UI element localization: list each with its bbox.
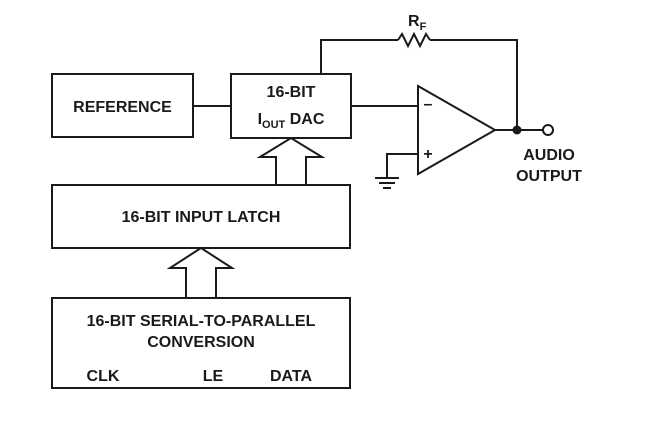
converter-block: 16-BIT SERIAL-TO-PARALLEL CONVERSION CLK…: [51, 297, 351, 389]
dac-label-line1: 16-BIT: [267, 84, 316, 101]
ground-symbol: [375, 177, 399, 189]
dac-block: 16-BIT IOUT DAC: [230, 73, 352, 139]
output-terminal: [542, 124, 554, 136]
output-junction-dot: [512, 125, 522, 135]
reference-box: [51, 73, 194, 138]
dac-box: [230, 73, 352, 139]
converter-to-latch-bus-arrow: [166, 246, 236, 298]
latch-label: 16-BIT INPUT LATCH: [122, 209, 281, 226]
reference-label: REFERENCE: [73, 99, 172, 116]
op-amp: – +: [417, 84, 498, 176]
latch-block: 16-BIT INPUT LATCH: [51, 184, 351, 249]
reference-block: REFERENCE: [51, 73, 194, 138]
feedback-wire-left: [320, 39, 398, 74]
op-amp-triangle: [417, 84, 498, 176]
dac-label-line2: IOUT DAC: [258, 111, 325, 131]
noninverting-to-ground-wire: [386, 153, 418, 178]
converter-box: [51, 297, 351, 389]
pin-clk-label: CLK: [87, 368, 120, 385]
rf-sub: F: [420, 21, 427, 33]
latch-to-dac-bus-arrow: [256, 136, 326, 185]
converter-label-line1: 16-BIT SERIAL-TO-PARALLEL: [87, 313, 316, 330]
rf-main: R: [408, 13, 420, 30]
feedback-resistor: [397, 31, 431, 49]
feedback-wire-right: [430, 39, 518, 130]
feedback-resistor-label: RF: [408, 13, 427, 33]
op-amp-noninverting-sign: +: [423, 146, 432, 163]
dac-suffix: DAC: [285, 111, 325, 128]
op-amp-inverting-sign: –: [424, 96, 433, 113]
converter-label-line2: CONVERSION: [147, 334, 255, 351]
dac-iout-main: I: [258, 111, 262, 128]
pin-data-label: DATA: [270, 368, 313, 385]
output-label-line2: OUTPUT: [516, 168, 582, 185]
dac-iout-sub: OUT: [262, 119, 286, 131]
pin-le-label: LE: [203, 368, 224, 385]
output-label-line1: AUDIO: [523, 147, 575, 164]
